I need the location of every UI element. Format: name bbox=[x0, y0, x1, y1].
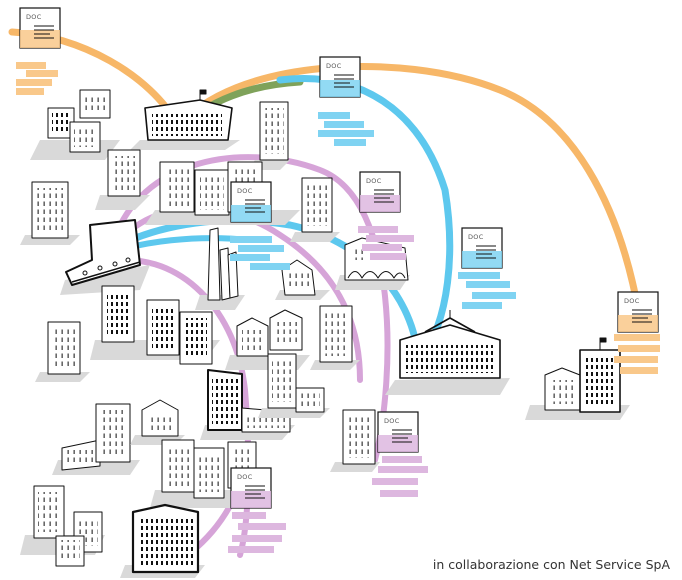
building-right-center-tall bbox=[310, 305, 360, 370]
buildings bbox=[20, 89, 630, 578]
building-left-2 bbox=[20, 181, 80, 245]
doc-icon-center-blue: DOC bbox=[230, 181, 290, 270]
building-twin-towers bbox=[195, 227, 245, 310]
doc-label: DOC bbox=[237, 187, 253, 195]
building-lower-middle-group bbox=[150, 439, 257, 508]
purple-arc-mid bbox=[107, 205, 363, 383]
blue-arc-mid bbox=[96, 216, 422, 359]
doc-icon-right-blue: DOC bbox=[458, 227, 516, 309]
building-left-1 bbox=[95, 149, 150, 210]
building-center-right-small bbox=[258, 353, 330, 418]
building-university bbox=[385, 310, 510, 395]
doc-label: DOC bbox=[468, 233, 484, 241]
building-right-lower bbox=[330, 409, 380, 472]
doc-label: DOC bbox=[624, 297, 640, 305]
doc-icon-top-blue: DOC bbox=[318, 56, 374, 146]
building-tall-topcenter bbox=[248, 101, 290, 170]
doc-icon-bottom-purple: DOC bbox=[228, 467, 286, 553]
building-far-right-tower bbox=[525, 337, 630, 420]
building-cluster-topleft bbox=[30, 89, 120, 160]
building-bold-bottom bbox=[120, 503, 205, 578]
doc-label: DOC bbox=[26, 13, 42, 21]
building-far-left-middle bbox=[35, 321, 90, 382]
building-bottom-left-cluster bbox=[20, 485, 105, 567]
caption-text: in collaborazione con Net Service SpA bbox=[432, 557, 670, 572]
building-lower-left-long bbox=[52, 403, 140, 475]
orange-arc-long bbox=[174, 63, 644, 324]
doc-label: DOC bbox=[326, 62, 342, 70]
doc-label: DOC bbox=[366, 177, 382, 185]
building-central-cluster bbox=[145, 161, 300, 225]
building-lower-center-small bbox=[130, 399, 185, 445]
doc-label: DOC bbox=[384, 417, 400, 425]
building-right-of-center bbox=[290, 177, 340, 242]
doc-label: DOC bbox=[237, 473, 253, 481]
building-townhall-top bbox=[130, 89, 240, 150]
doc-icon-far-right-orange: DOC bbox=[614, 291, 660, 374]
doc-icon-topleft: DOC bbox=[16, 7, 61, 95]
doc-icon-right-purple: DOC bbox=[358, 171, 414, 260]
doc-icon-lower-right-purple: DOC bbox=[372, 411, 428, 497]
building-small-house bbox=[275, 259, 330, 300]
document-icons: DOC DOC DOC bbox=[16, 7, 660, 553]
purple-arc-outer bbox=[107, 154, 391, 463]
building-factory bbox=[60, 219, 150, 295]
building-left-middle-group bbox=[90, 285, 220, 365]
